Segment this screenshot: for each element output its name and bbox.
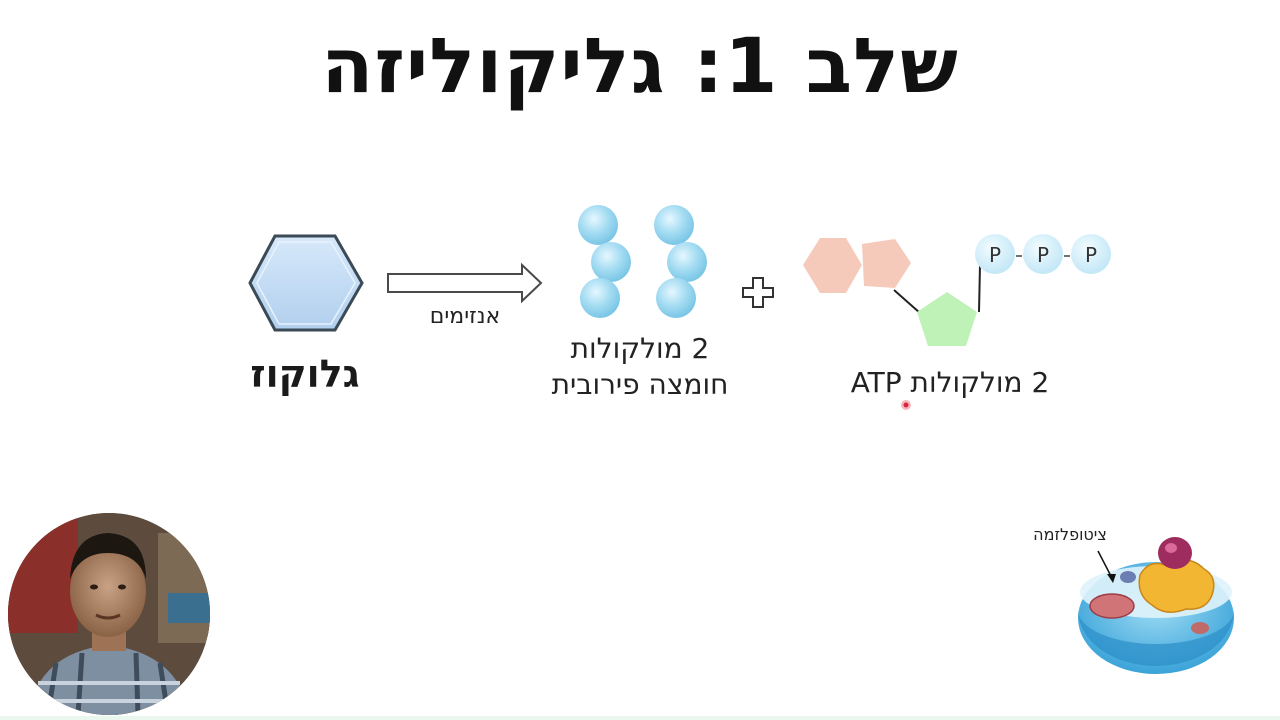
presenter-avatar — [8, 513, 210, 715]
cytoplasm-label: ציטופלזמה — [1033, 525, 1107, 544]
cell-illustration — [1078, 537, 1234, 674]
page-title: שלב 1: גליקוליזה — [321, 21, 959, 110]
pyruvate-label-line1: 2 מולקולות — [570, 332, 710, 365]
enzymes-label: אנזימים — [429, 304, 501, 329]
phosphate-label: P — [1037, 243, 1049, 267]
plus-icon — [742, 277, 774, 308]
adenine-pentagon — [862, 239, 911, 288]
adenine-ring — [803, 238, 862, 293]
phosphate-label: P — [1085, 243, 1097, 267]
reaction-arrow — [387, 262, 543, 304]
atp-molecule: P P P — [803, 234, 1111, 346]
ribose-pentagon — [917, 292, 977, 346]
pointer-dot — [901, 400, 911, 410]
pyruvate-molecule-1 — [578, 205, 631, 318]
glucose-label: גלוקוז — [250, 352, 360, 396]
glucose-hexagon — [248, 234, 364, 332]
bottom-strip — [0, 716, 1280, 720]
pyruvate-molecule-2 — [654, 205, 707, 318]
pyruvate-label-line2: חומצה פירובית — [551, 368, 729, 401]
presenter-webcam — [8, 513, 210, 715]
phosphate-label: P — [989, 243, 1001, 267]
atp-label: 2 מולקולות ATP — [850, 366, 1050, 399]
